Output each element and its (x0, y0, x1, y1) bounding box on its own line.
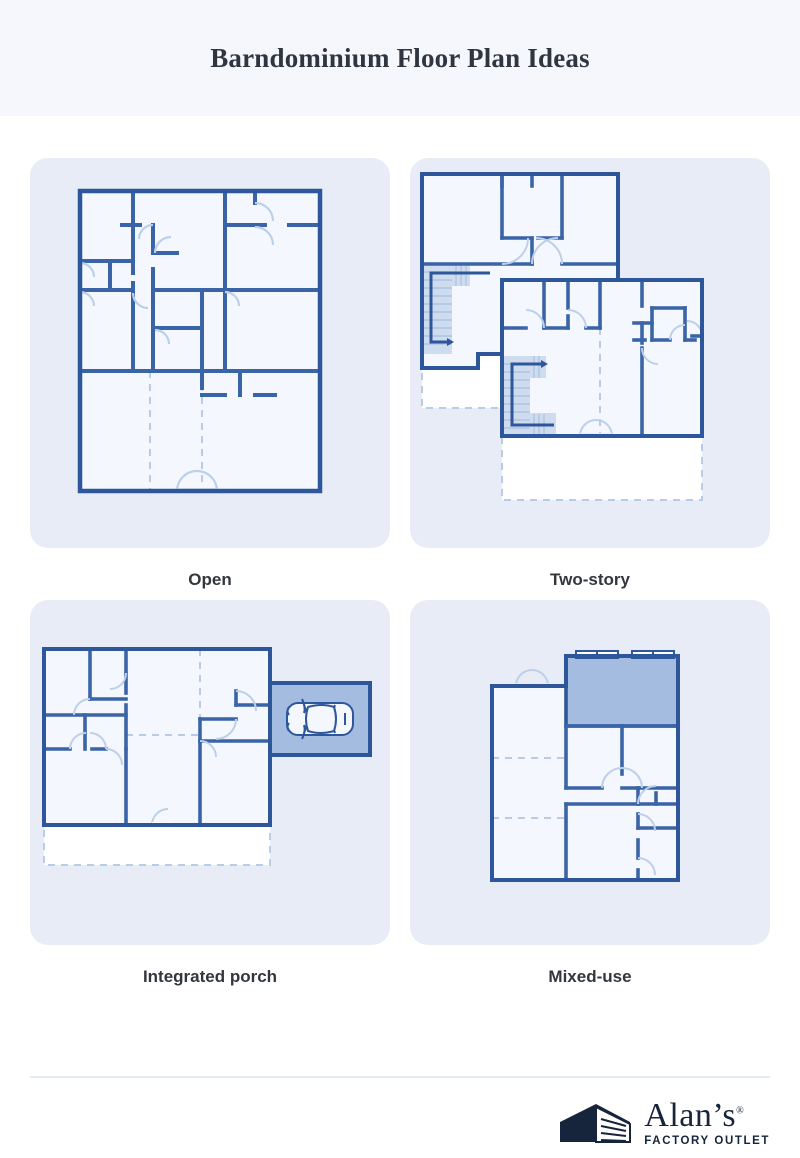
lower-floor-exterior-wall (500, 278, 704, 438)
open-interior-walls (78, 189, 322, 397)
logo-wordmark: Alan’s® FACTORY OUTLET (644, 1096, 770, 1148)
caption-integrated-porch: Integrated porch (142, 967, 278, 986)
commercial-highlight-area (564, 653, 680, 728)
open-dashed-zone-lines (149, 371, 203, 491)
floor-plan-cell-two-story: Two-story (410, 158, 770, 590)
floor-plan-card-open[interactable] (30, 158, 390, 548)
car-top-view-icon (286, 698, 354, 739)
lower-staircase (502, 356, 556, 436)
logo-brand-text: Alan (644, 1096, 713, 1134)
caption-mixed-use: Mixed-use (548, 967, 632, 986)
floor-plan-two-story-diagram (420, 172, 704, 501)
floor-plan-grid: Open (0, 116, 800, 987)
porch-plan-door-arcs (69, 672, 257, 825)
floor-plan-cell-mixed-use: Mixed-use (410, 600, 770, 987)
house-interior-fill (44, 648, 270, 825)
upper-stair-direction-arrow (429, 271, 490, 344)
footer-divider (30, 1076, 770, 1078)
caption-two-story: Two-story (550, 570, 630, 589)
logo-brand-name: Alan’s® (644, 1096, 770, 1134)
caption-open: Open (188, 570, 232, 589)
upper-floor-walls (420, 172, 620, 266)
attached-garage (268, 680, 372, 757)
floor-plan-mixed-use-diagram (490, 649, 680, 882)
logo-registered-mark: ® (736, 1105, 745, 1117)
upper-floor-door-arcs (501, 237, 563, 265)
logo-tagline: FACTORY OUTLET (644, 1134, 770, 1147)
lower-plan-dashed-porch (501, 435, 703, 501)
covered-porch-area (43, 823, 271, 866)
brand-logo[interactable]: Alan’s® FACTORY OUTLET (556, 1096, 770, 1148)
mixed-use-interior-walls (564, 653, 680, 882)
mixed-use-exterior-wall (490, 653, 680, 882)
floor-plan-integrated-porch-diagram (42, 646, 372, 866)
floor-plan-card-mixed-use[interactable] (410, 600, 770, 945)
page-footer: Alan’s® FACTORY OUTLET (0, 1088, 800, 1158)
upper-staircase (422, 264, 490, 354)
floor-plan-cell-open: Open (30, 158, 390, 590)
barn-garage-icon (560, 1104, 632, 1143)
open-exterior-wall (77, 188, 323, 494)
floor-plan-card-two-story[interactable] (410, 158, 770, 548)
floor-plan-card-integrated-porch[interactable] (30, 600, 390, 945)
floor-plan-cell-integrated-porch: Integrated porch (30, 600, 390, 987)
page-title: Barndominium Floor Plan Ideas (210, 42, 590, 73)
logo-brand-suffix: ’s (712, 1096, 737, 1134)
floor-plan-open-diagram (77, 188, 323, 494)
porch-plan-exterior-wall (42, 646, 272, 827)
page-header: Barndominium Floor Plan Ideas (0, 0, 800, 116)
lower-stair-direction-arrow (510, 362, 554, 427)
lower-floor-walls (500, 278, 704, 438)
